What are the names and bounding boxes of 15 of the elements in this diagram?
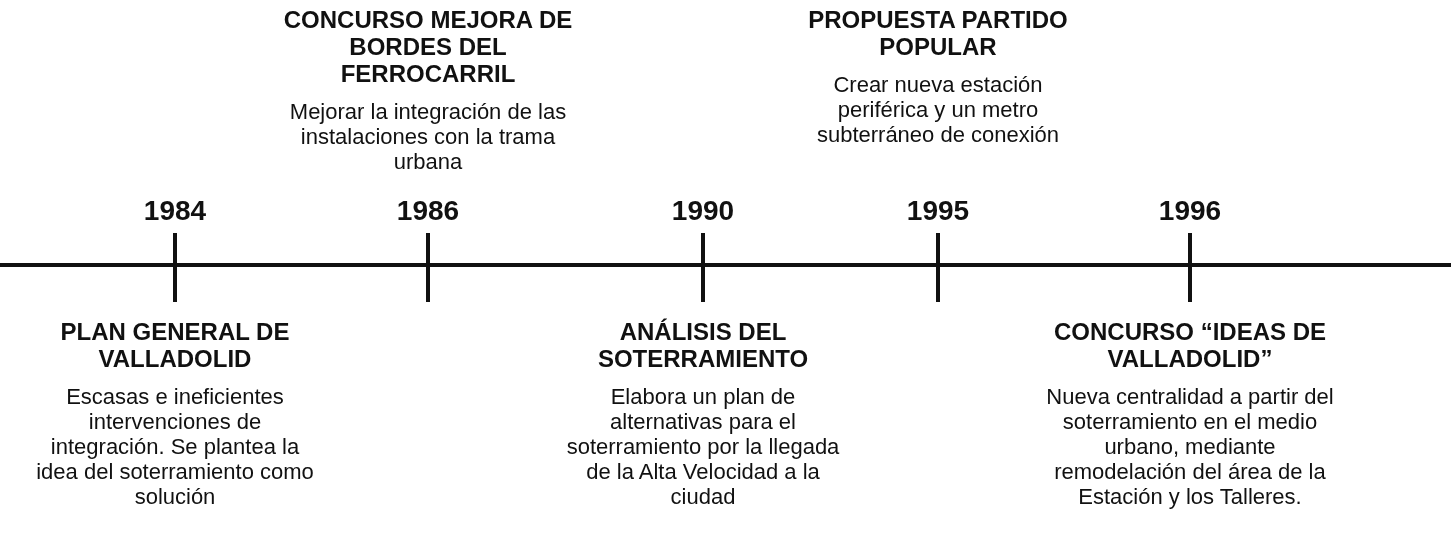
event-description: Mejorar la integración de las instalaciones con la trama urbana [288, 99, 568, 174]
year-label: 1986 [395, 195, 461, 227]
event-title: PROPUESTA PARTIDO POPULAR [807, 6, 1069, 60]
year-label: 1990 [670, 195, 736, 227]
event-title: ANÁLISIS DEL SOTERRAMIENTO [596, 318, 810, 372]
year-label: 1996 [1157, 195, 1223, 227]
year-label: 1995 [905, 195, 971, 227]
event-title: CONCURSO MEJORA DE BORDES DEL FERROCARRIL [283, 6, 573, 87]
event-title: PLAN GENERAL DE VALLADOLID [59, 318, 291, 372]
event-description: Elabora un plan de alternativas para el soterramiento por la llegada de la Alta Velocidad a la ciudad [565, 384, 841, 509]
event-description: Nueva centralidad a partir del soterramiento en el medio urbano, mediante remodelación del área de la Estación y los Talleres. [1045, 384, 1335, 509]
event-description: Escasas e ineficientes intervenciones de integración. Se plantea la idea del soterramiento como solución [35, 384, 315, 509]
year-label: 1984 [142, 195, 208, 227]
event-description: Crear nueva estación periférica y un metro subterráneo de conexión [815, 72, 1061, 147]
event-title: CONCURSO “IDEAS DE VALLADOLID” [1053, 318, 1327, 372]
